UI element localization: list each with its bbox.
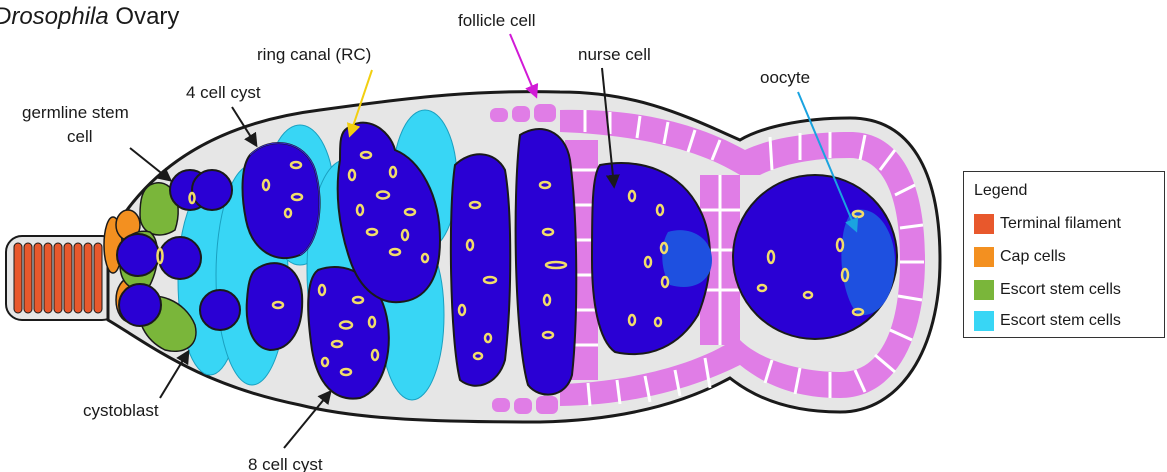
legend-swatch-terminal-filament — [974, 214, 994, 234]
label-oocyte: oocyte — [760, 68, 810, 87]
legend-swatch-escort-stem-cells-cyan — [974, 311, 994, 331]
label-eight-cell-cyst: 8 cell cyst — [248, 455, 323, 472]
legend-label-cap-cells: Cap cells — [1000, 248, 1066, 266]
title-rest: Ovary — [109, 3, 180, 30]
cyst-column-1 — [451, 154, 510, 385]
legend-label-escort-stem-cells-green: Escort stem cells — [1000, 281, 1121, 299]
label-four-cell-cyst: 4 cell cyst — [186, 83, 261, 102]
legend-swatch-escort-stem-cells-green — [974, 280, 994, 300]
diagram-title: Drosophila Ovary — [0, 3, 179, 30]
legend-label-terminal-filament: Terminal filament — [1000, 215, 1121, 233]
terminal-filament — [6, 236, 118, 320]
legend-title: Legend — [974, 182, 1027, 200]
label-nurse-cell: nurse cell — [578, 45, 651, 64]
legend-item-escort-stem-cells-green: Escort stem cells — [974, 280, 1121, 300]
cyst-column-2 — [516, 129, 577, 395]
arrow-germline-stem-cell — [130, 148, 170, 180]
oocyte-chamber — [733, 175, 897, 339]
label-germline-stem-cell-line2: cell — [67, 127, 93, 146]
legend-item-terminal-filament: Terminal filament — [974, 214, 1121, 234]
arrow-follicle-cell — [510, 34, 536, 96]
legend-box: Legend Terminal filament Cap cells Escor… — [963, 171, 1165, 338]
title-italic: Drosophila — [0, 3, 109, 30]
cyst-lower-left — [247, 263, 303, 350]
legend-label-escort-stem-cells-cyan: Escort stem cells — [1000, 312, 1121, 330]
label-follicle-cell: follicle cell — [458, 11, 535, 30]
label-ring-canal: ring canal (RC) — [257, 45, 371, 64]
label-cystoblast: cystoblast — [83, 401, 159, 420]
four-cell-cyst — [243, 143, 320, 258]
legend-item-escort-stem-cells-cyan: Escort stem cells — [974, 311, 1121, 331]
legend-swatch-cap-cells — [974, 247, 994, 267]
label-germline-stem-cell-line1: germline stem — [22, 103, 129, 122]
legend-item-cap-cells: Cap cells — [974, 247, 1066, 267]
